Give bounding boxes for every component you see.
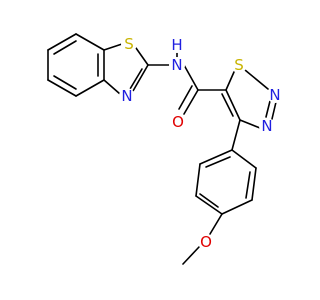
bond <box>199 149 233 165</box>
atom-o-methoxy-label: O <box>200 233 212 251</box>
atom-n-thiadiazole-2: N <box>259 117 275 135</box>
bond <box>265 100 271 118</box>
atom-o-methoxy: O <box>198 233 214 251</box>
bond-layer <box>47 33 277 265</box>
bond <box>132 64 149 92</box>
atom-n-thiadiazole-2-label: N <box>261 117 272 135</box>
bond <box>135 47 149 66</box>
bond <box>103 79 121 95</box>
atom-o-carbonyl: O <box>170 113 186 131</box>
atom-s-thiadiazole-label: S <box>234 56 244 74</box>
bond <box>75 79 105 97</box>
bond <box>209 213 223 235</box>
atom-s-thiadiazole: S <box>231 56 247 74</box>
bond <box>239 119 261 129</box>
atom-o-carbonyl-label: O <box>172 113 184 131</box>
bond <box>178 85 193 110</box>
atom-n-benzothiazole: N <box>119 87 135 105</box>
bond <box>183 89 199 115</box>
atom-n-thiadiazole-1-label: N <box>269 86 280 104</box>
bond <box>205 156 231 168</box>
bond <box>75 33 105 51</box>
bond <box>129 68 143 90</box>
bond <box>221 93 234 117</box>
bond <box>231 119 241 151</box>
bond <box>225 89 241 121</box>
bond <box>183 64 199 91</box>
bond <box>199 193 219 208</box>
atom-nh-amide: N H <box>169 36 185 74</box>
atom-s-benzothiazole: S <box>121 35 137 53</box>
bond <box>195 195 223 215</box>
atom-s-benzothiazole-label: S <box>124 35 134 53</box>
bond <box>244 69 269 90</box>
atom-n-benzothiazole-label: N <box>121 87 132 105</box>
bond <box>225 71 235 91</box>
bond <box>251 167 257 201</box>
bond <box>182 246 200 265</box>
bond <box>231 149 257 169</box>
atom-n-thiadiazole-1: N <box>267 86 283 104</box>
molecule-structure: S N N H O S N N O <box>47 33 283 265</box>
bond <box>221 199 253 215</box>
bond <box>53 40 77 55</box>
bond <box>195 163 201 197</box>
atom-layer: S N N H O S N N O <box>119 35 283 251</box>
atom-h-amide-label: H <box>171 36 182 54</box>
bond <box>103 43 123 51</box>
atom-n-amide-label: N <box>171 56 182 74</box>
bond <box>245 171 251 199</box>
bond <box>47 33 77 51</box>
bond <box>271 101 277 120</box>
bond <box>53 75 77 90</box>
bond <box>47 79 77 97</box>
